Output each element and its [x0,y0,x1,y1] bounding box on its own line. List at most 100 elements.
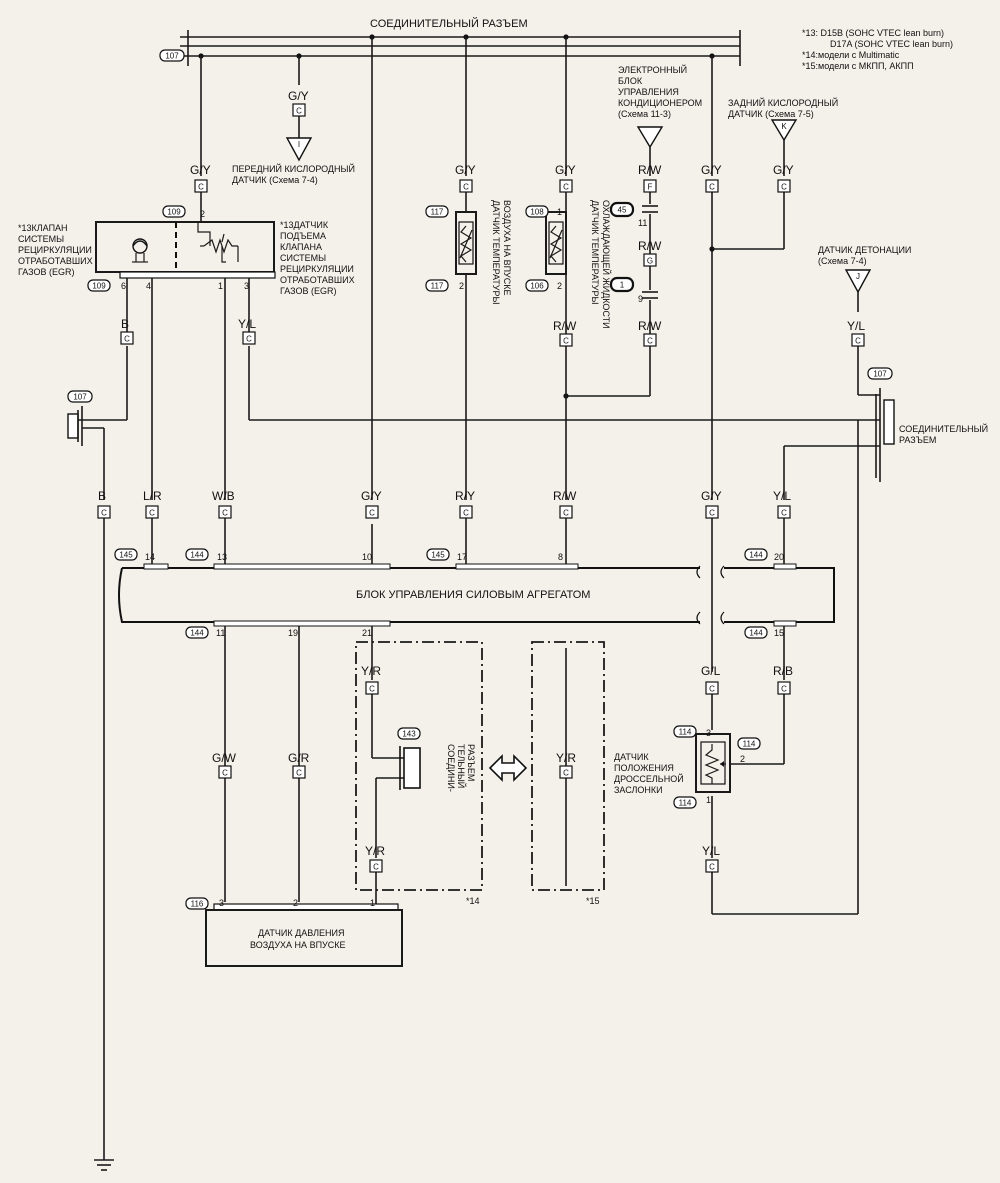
pcm-pin-11: 11 [216,628,225,638]
front-o2-tag: I [298,140,300,149]
pcm-pin-13: 13 [217,552,227,562]
conn-c-rb: C [781,685,787,694]
wire-gy-front-o2: G/Y [288,89,309,103]
variant-14-region [355,641,483,891]
pcm-label: БЛОК УПРАВЛЕНИЯ СИЛОВЫМ АГРЕГАТОМ [356,589,590,601]
tps-sensor [695,733,731,793]
pcm-pin-10: 10 [362,552,372,562]
conn-g: G [647,257,653,266]
knock-label-1: ДАТЧИК ДЕТОНАЦИИ [818,245,911,255]
conn-c-yl-pcm: C [781,509,787,518]
pin-11-ac: 11 [638,218,647,228]
front-o2-label-2: ДАТЧИК (Схема 7-4) [232,175,318,185]
conn-c-yr-a: C [369,685,375,694]
svg-text:*13КЛАПАН: *13КЛАПАН [18,223,68,233]
ref-144-c: 144 [190,629,204,638]
ref-144-a: 144 [190,551,204,560]
pin-9-ac: 9 [638,294,643,304]
map-sensor [205,909,403,967]
front-o2-symbol [285,137,313,162]
pcm-pin-14: 14 [145,552,155,562]
ref-107-left: 107 [73,393,87,402]
svg-text:ГАЗОВ (EGR): ГАЗОВ (EGR) [18,267,75,277]
svg-text:КЛАПАНА: КЛАПАНА [280,242,322,252]
tps-pin-2: 2 [740,754,745,764]
wire-b-pcm: B [98,489,106,503]
svg-text:ДАТЧИК ТЕМПЕРАТУРЫ: ДАТЧИК ТЕМПЕРАТУРЫ [491,200,501,304]
ect-sensor [545,211,567,275]
conn-c-rw-pcm: C [563,509,569,518]
tps-resistor-icon [704,744,720,784]
ac-unit-symbol [636,126,664,149]
wire-gy-egr: G/Y [190,163,211,177]
svg-text:ОТРАБОТАВШИХ: ОТРАБОТАВШИХ [18,256,93,266]
svg-text:*13ДАТЧИК: *13ДАТЧИК [280,220,329,230]
wire-rw-pcm: R/W [553,489,577,503]
conn-c-gw: C [222,769,228,778]
note-14: *14:модели с Multimatic [802,50,900,60]
conn-c-rw-ect: C [563,337,569,346]
pcm-pin-21: 21 [362,628,372,638]
ect-pin-2: 2 [557,281,562,291]
wire-gy-iat: G/Y [455,163,476,177]
ac-label-5: (Схема 11-3) [618,109,671,119]
map-pin-1: 1 [370,898,375,908]
ref-144-d: 144 [749,629,763,638]
conn-c-bus: C [709,183,715,192]
wire-ry-pcm: R/Y [455,489,475,503]
ref-116: 116 [191,900,204,909]
note-15: *15:модели с МКПП, АКПП [802,61,914,71]
conn-c-gy-pcm-right: C [709,509,715,518]
top-connector-bus [180,30,741,66]
map-label-2: ВОЗДУХА НА ВПУСКЕ [250,940,346,950]
conn-c-b-egr: C [124,335,130,344]
ref-107-right: 107 [873,370,887,379]
map-pin-2: 2 [293,898,298,908]
ref-145-b: 145 [431,551,445,560]
ref-45: 45 [618,206,627,215]
svg-text:ЗАСЛОНКИ: ЗАСЛОНКИ [614,785,663,795]
svg-text:ДАТЧИК ТЕМПЕРАТУРЫ: ДАТЧИК ТЕМПЕРАТУРЫ [590,200,600,304]
wire-gy-pcm-right: G/Y [701,489,722,503]
wire-gw: G/W [212,751,237,765]
wire-gl: G/L [701,664,721,678]
conn-c-lr-pcm: C [149,509,155,518]
conn-c-b-pcm: C [101,509,107,518]
svg-text:ПОЛОЖЕНИЯ: ПОЛОЖЕНИЯ [614,763,674,773]
conn-c-ac-low: C [647,337,653,346]
ref-144-b: 144 [749,551,763,560]
top-connector-label: СОЕДИНИТЕЛЬНЫЙ РАЗЪЕМ [370,17,528,30]
ref-117-bottom: 117 [431,282,444,291]
ac-label-1: ЭЛЕКТРОННЫЙ [618,64,687,75]
svg-text:СИСТЕМЫ: СИСТЕМЫ [18,234,64,244]
knock-label-2: (Схема 7-4) [818,256,867,266]
rear-o2-symbol [770,119,798,142]
variant-15-region [531,641,605,891]
ref-114-a: 114 [679,728,692,737]
svg-text:РАЗЪЕМ: РАЗЪЕМ [466,744,476,781]
wire-rb: R/B [773,664,793,678]
conn-c-gy-pcm: C [369,509,375,518]
ref-109-bottom: 109 [92,282,106,291]
conn-c-gl: C [709,685,715,694]
conn-f: F [648,183,653,192]
conn-c-iat: C [463,183,469,192]
footnotes: *13: D15B (SOHC VTEC lean burn) D17A (SO… [802,28,953,71]
ref-117-top: 117 [431,208,444,217]
rear-o2-label-2: ДАТЧИК (Схема 7-5) [728,109,814,119]
conn-c-yr-15: C [563,769,569,778]
wire-gy-bus: G/Y [701,163,722,177]
knock-sensor-symbol [844,269,872,294]
variant-15-tag: *15 [586,896,600,906]
svg-text:СИСТЕМЫ: СИСТЕМЫ [280,253,326,263]
front-o2-label-1: ПЕРЕДНИЙ КИСЛОРОДНЫЙ [232,163,355,174]
wire-yr-a: Y/R [361,664,381,678]
svg-text:ОТРАБОТАВШИХ: ОТРАБОТАВШИХ [280,275,355,285]
conn-c-gr: C [296,769,302,778]
note-13a: *13: D15B (SOHC VTEC lean burn) [802,28,944,38]
wire-gr: G/R [288,751,310,765]
svg-text:ТЕЛЬНЫЙ: ТЕЛЬНЫЙ [456,744,467,788]
conn-c-ect: C [563,183,569,192]
knock-tag: J [856,272,860,281]
